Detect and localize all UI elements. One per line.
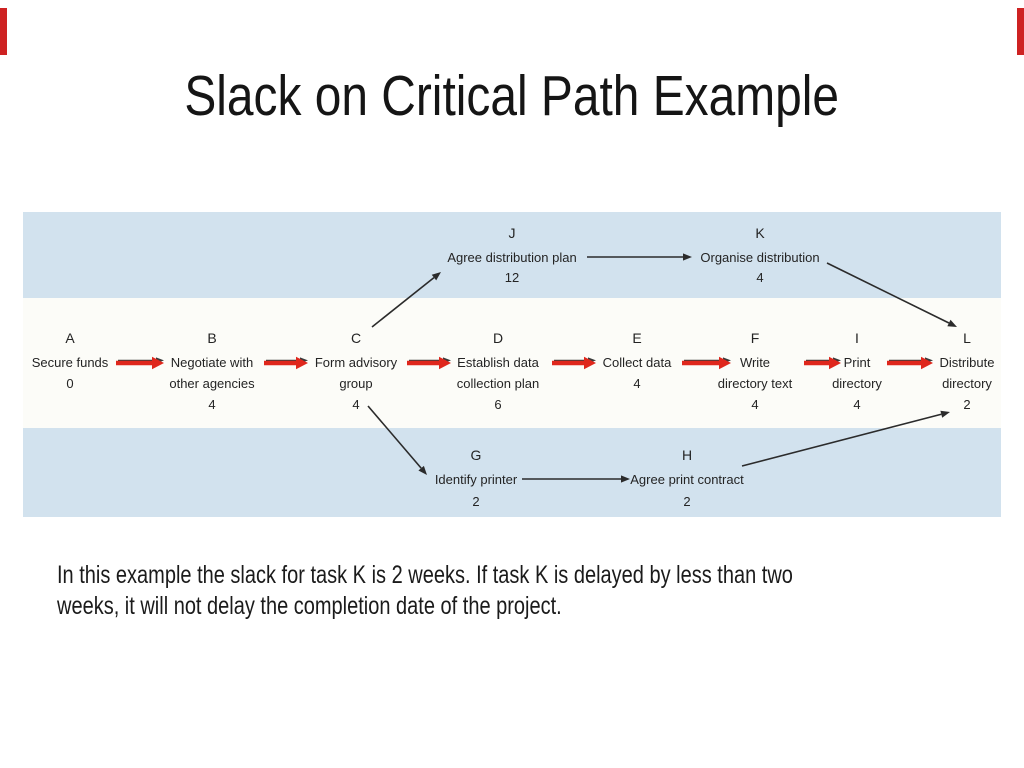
explanation-text: In this example the slack for task K is … <box>57 560 977 622</box>
task-duration-F: 4 <box>751 397 758 412</box>
task-name-F-line1: Write <box>740 355 770 370</box>
task-name-B-line2: other agencies <box>169 376 255 391</box>
task-node-I: I Print directory 4 <box>832 330 882 412</box>
task-letter-I: I <box>855 330 859 346</box>
task-duration-A: 0 <box>66 376 73 391</box>
task-letter-E: E <box>632 330 641 346</box>
task-node-K: K Organise distribution 4 <box>700 225 819 285</box>
task-name-E-line1: Collect data <box>603 355 672 370</box>
critical-edge-C-D <box>407 356 451 370</box>
task-duration-I: 4 <box>853 397 860 412</box>
task-name-F-line2: directory text <box>718 376 793 391</box>
task-letter-L: L <box>963 330 971 346</box>
slide-title: Slack on Critical Path Example <box>0 67 1024 125</box>
slide-title-text: Slack on Critical Path Example <box>184 64 840 128</box>
critical-edge-E-F <box>682 356 731 370</box>
task-letter-A: A <box>65 330 75 346</box>
task-node-L: L Distribute directory 2 <box>940 330 995 412</box>
task-letter-D: D <box>493 330 503 346</box>
top-band <box>23 212 1001 298</box>
left-edge-accent-bar <box>0 8 7 55</box>
task-node-F: F Write directory text 4 <box>718 330 793 412</box>
task-duration-D: 6 <box>494 397 501 412</box>
task-node-E: E Collect data 4 <box>603 330 672 391</box>
task-duration-L: 2 <box>963 397 970 412</box>
task-name-G-line1: Identify printer <box>435 472 518 487</box>
task-duration-G: 2 <box>472 494 479 509</box>
edge-C-G <box>367 405 427 475</box>
critical-path-diagram: J Agree distribution plan 12 K Organise dist… <box>23 212 1001 517</box>
edge-J-K <box>587 253 692 261</box>
task-duration-J: 12 <box>505 270 519 285</box>
task-name-I-line1: Print <box>844 355 871 370</box>
explanation-line-1: In this example the slack for task K is … <box>57 561 793 589</box>
task-name-J-line1: Agree distribution plan <box>447 250 576 265</box>
task-name-L-line2: directory <box>942 376 992 391</box>
task-node-A: A Secure funds 0 <box>32 330 109 391</box>
task-duration-H: 2 <box>683 494 690 509</box>
task-name-C-line2: group <box>339 376 372 391</box>
network-diagram-svg: J Agree distribution plan 12 K Organise dist… <box>23 212 1001 517</box>
task-node-D: D Establish data collection plan 6 <box>457 330 540 412</box>
task-name-I-line2: directory <box>832 376 882 391</box>
right-edge-accent-bar <box>1017 8 1024 55</box>
task-node-C: C Form advisory group 4 <box>315 330 398 412</box>
task-name-D-line1: Establish data <box>457 355 539 370</box>
task-letter-H: H <box>682 447 692 463</box>
task-letter-C: C <box>351 330 361 346</box>
task-duration-C: 4 <box>352 397 359 412</box>
task-node-H: H Agree print contract 2 <box>630 447 744 509</box>
task-letter-K: K <box>755 225 765 241</box>
task-name-K-line1: Organise distribution <box>700 250 819 265</box>
task-duration-E: 4 <box>633 376 640 391</box>
task-letter-G: G <box>471 447 482 463</box>
task-letter-J: J <box>509 225 516 241</box>
edge-C-J <box>371 272 441 328</box>
critical-edge-I-L <box>887 356 933 370</box>
task-node-B: B Negotiate with other agencies 4 <box>169 330 255 412</box>
task-name-L-line1: Distribute <box>940 355 995 370</box>
explanation-line-2: weeks, it will not delay the completion … <box>57 592 562 620</box>
task-duration-B: 4 <box>208 397 215 412</box>
task-letter-B: B <box>207 330 216 346</box>
critical-edge-F-I <box>804 356 841 370</box>
task-letter-F: F <box>751 330 760 346</box>
critical-edge-D-E <box>552 356 596 370</box>
bottom-band <box>23 428 1001 517</box>
critical-edge-A-B <box>116 356 164 370</box>
edge-H-L <box>741 410 950 467</box>
critical-edge-B-C <box>264 356 308 370</box>
task-name-C-line1: Form advisory <box>315 355 398 370</box>
task-name-A-line1: Secure funds <box>32 355 109 370</box>
task-name-B-line1: Negotiate with <box>171 355 253 370</box>
task-duration-K: 4 <box>756 270 763 285</box>
task-node-J: J Agree distribution plan 12 <box>447 225 576 285</box>
task-name-D-line2: collection plan <box>457 376 539 391</box>
task-name-H-line1: Agree print contract <box>630 472 744 487</box>
edge-G-H <box>522 475 630 483</box>
task-node-G: G Identify printer 2 <box>435 447 518 509</box>
edge-K-L <box>826 262 957 327</box>
